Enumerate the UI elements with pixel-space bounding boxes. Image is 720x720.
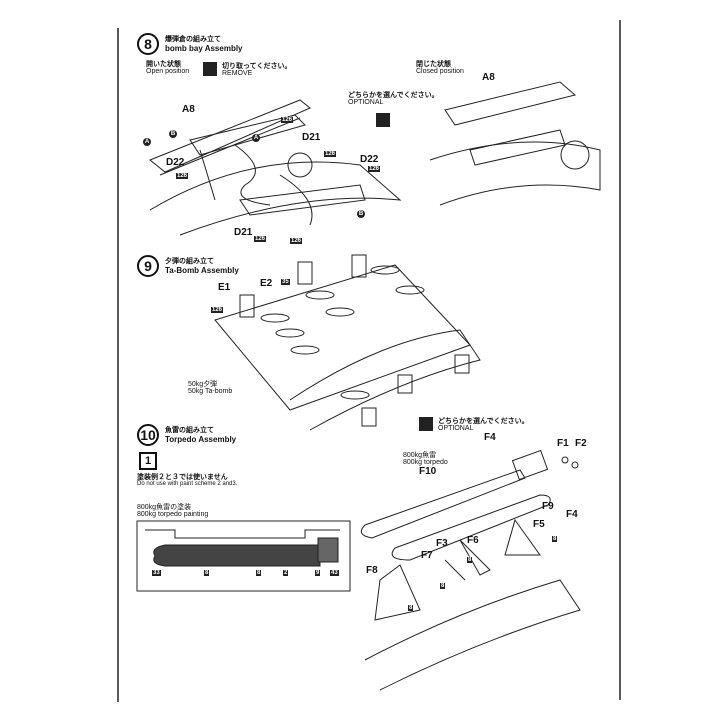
color-8: 8 [440,583,446,589]
note-jp: 塗装例２と３では使いません [137,474,228,481]
paint-code: 9 [315,570,321,576]
marker-a: A [252,134,260,142]
optional-icon [376,113,390,127]
part-e2: E2 [260,278,273,289]
open-position-jp: 開いた状態 [146,61,181,68]
optional-en: OPTIONAL [438,425,474,432]
part-f4: F4 [484,432,496,443]
color-126: 126 [290,238,303,244]
paint-code: 8 [256,570,262,576]
color-126: 126 [176,173,189,179]
part-d21: D21 [234,227,253,238]
color-8: 8 [408,605,414,611]
paint-code: 8 [204,570,210,576]
color-35: 35 [281,279,290,285]
marker-a: A [143,138,151,146]
closed-position-en: Closed position [416,68,464,75]
part-f1: F1 [557,438,569,449]
painting-jp: 800kg魚雷の塗装 [137,504,192,511]
note-en: Do not use with paint scheme 2 and3. [137,481,238,487]
remove-en: REMOVE [222,70,253,77]
closed-position-jp: 閉じた状態 [416,61,451,68]
paint-code: 43 [330,570,339,576]
part-a8-closed: A8 [482,72,495,83]
remove-icon [203,62,217,76]
step-9-title-jp: 夕弾の組み立て [165,258,214,265]
paint-code: 33 [152,570,161,576]
color-126: 126 [211,307,224,313]
part-f8: F8 [366,565,378,576]
optional-jp: どちらかを選んでください。 [348,92,439,99]
step-8-title-en: bomb bay Assembly [165,44,243,53]
color-8: 8 [467,557,473,563]
ta-bomb-drawing [214,254,481,431]
part-f3: F3 [436,538,448,549]
part-d21: D21 [302,132,321,143]
step-8-title-jp: 爆弾倉の組み立て [165,36,221,43]
part-f10: F10 [419,466,437,477]
open-position-en: Open position [146,68,190,75]
part-d22: D22 [360,154,379,165]
part-e1: E1 [218,282,231,293]
step-10-title-en: Torpedo Assembly [165,435,237,444]
step-9-number: 9 [137,255,159,277]
optional-jp: どちらかを選んでください。 [438,418,529,425]
marker-b: B [357,210,365,218]
torpedo-painting-box [136,520,351,592]
color-126: 126 [281,117,294,123]
note-icon: 1 [139,452,157,470]
bomb-bay-closed-drawing [429,81,601,206]
part-f5: F5 [533,519,545,530]
paint-code: 2 [283,570,289,576]
step-10-number: 10 [137,424,159,446]
part-d22: D22 [166,157,185,168]
color-126: 126 [324,151,337,157]
remove-jp: 切り取ってください。 [222,63,292,70]
part-f7: F7 [421,550,433,561]
ta-bomb-jp: 50kg夕弾 [188,381,218,388]
color-8: 8 [552,536,558,542]
step-9-title-en: Ta-Bomb Assembly [165,266,239,275]
marker-b: B [169,130,177,138]
color-126: 126 [368,166,381,172]
torpedo-drawing [360,449,581,691]
optional-en: OPTIONAL [348,99,384,106]
bomb-bay-open-drawing [149,99,402,236]
ta-bomb-en: 50kg Ta-bomb [188,388,233,395]
part-f2: F2 [575,438,587,449]
color-126: 126 [254,236,267,242]
painting-en: 800kg torpedo painting [137,511,209,518]
step-8-number: 8 [137,33,159,55]
part-f9: F9 [542,501,554,512]
part-f4: F4 [566,509,578,520]
torpedo-en: 800kg torpedo [403,459,448,466]
part-a8: A8 [182,104,195,115]
torpedo-jp: 800kg魚雷 [403,452,437,459]
optional-icon [419,417,433,431]
step-10-title-jp: 魚雷の組み立て [165,427,214,434]
part-f6: F6 [467,535,479,546]
